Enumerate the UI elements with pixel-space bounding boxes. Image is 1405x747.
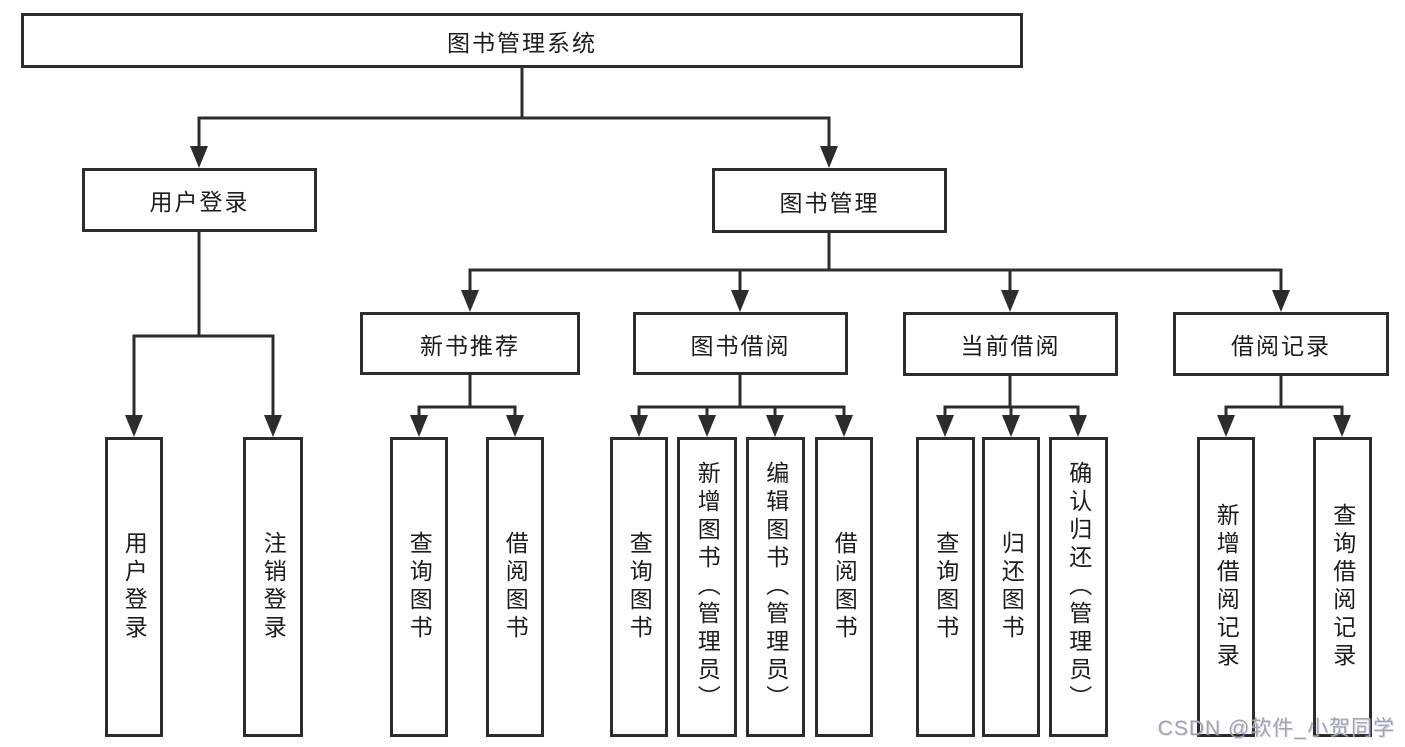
leaf-user-login-label: 用户登录 [121,531,148,643]
leaf-current-query-book-label: 查询图书 [932,531,959,643]
leaf-borrow-edit-book-admin-label: 编辑图书（管理员） [762,461,789,713]
node-user-login: 用户登录 [82,168,317,232]
leaf-logout-label: 注销登录 [260,531,287,643]
leaf-borrow-edit-book-admin: 编辑图书（管理员） [746,437,805,737]
leaf-recommend-borrow-book: 借阅图书 [486,437,544,737]
csdn-watermark: CSDN @软件_小贺同学 [1157,717,1395,740]
leaf-current-return-book-label: 归还图书 [998,531,1025,643]
leaf-current-query-book: 查询图书 [916,437,975,737]
node-book-management-label: 图书管理 [779,189,880,216]
leaf-record-query-borrow-record: 查询借阅记录 [1313,437,1372,737]
leaf-record-add-borrow-record-label: 新增借阅记录 [1213,503,1240,671]
leaf-recommend-query-book: 查询图书 [390,437,448,737]
node-new-book-recommend: 新书推荐 [360,312,580,375]
leaf-recommend-borrow-book-label: 借阅图书 [502,531,529,643]
leaf-borrow-borrow-book-label: 借阅图书 [831,531,858,643]
leaf-current-confirm-return-admin-label: 确认归还（管理员） [1065,461,1092,713]
leaf-recommend-query-book-label: 查询图书 [406,531,433,643]
node-library-management-system-label: 图书管理系统 [447,29,597,56]
leaf-record-add-borrow-record: 新增借阅记录 [1197,437,1255,737]
leaf-borrow-query-book-label: 查询图书 [626,531,653,643]
node-borrow-record-label: 借阅记录 [1231,333,1331,359]
node-book-borrow: 图书借阅 [633,312,848,375]
node-book-management: 图书管理 [712,168,947,233]
leaf-current-confirm-return-admin: 确认归还（管理员） [1049,437,1108,737]
leaf-borrow-add-book-admin-label: 新增图书（管理员） [694,461,721,713]
leaf-user-login: 用户登录 [105,437,163,737]
leaf-borrow-borrow-book: 借阅图书 [815,437,873,737]
node-book-borrow-label: 图书借阅 [690,332,791,359]
node-library-management-system: 图书管理系统 [21,13,1023,68]
leaf-current-return-book: 归还图书 [982,437,1040,737]
leaf-borrow-query-book: 查询图书 [610,437,668,737]
leaf-borrow-add-book-admin: 新增图书（管理员） [677,437,737,737]
node-current-borrow-label: 当前借阅 [960,333,1061,359]
node-current-borrow: 当前借阅 [903,312,1118,376]
node-borrow-record: 借阅记录 [1173,312,1389,376]
leaf-record-query-borrow-record-label: 查询借阅记录 [1329,503,1356,671]
leaf-logout: 注销登录 [243,437,303,737]
node-new-book-recommend-label: 新书推荐 [420,332,520,359]
node-user-login-label: 用户登录 [149,189,250,215]
